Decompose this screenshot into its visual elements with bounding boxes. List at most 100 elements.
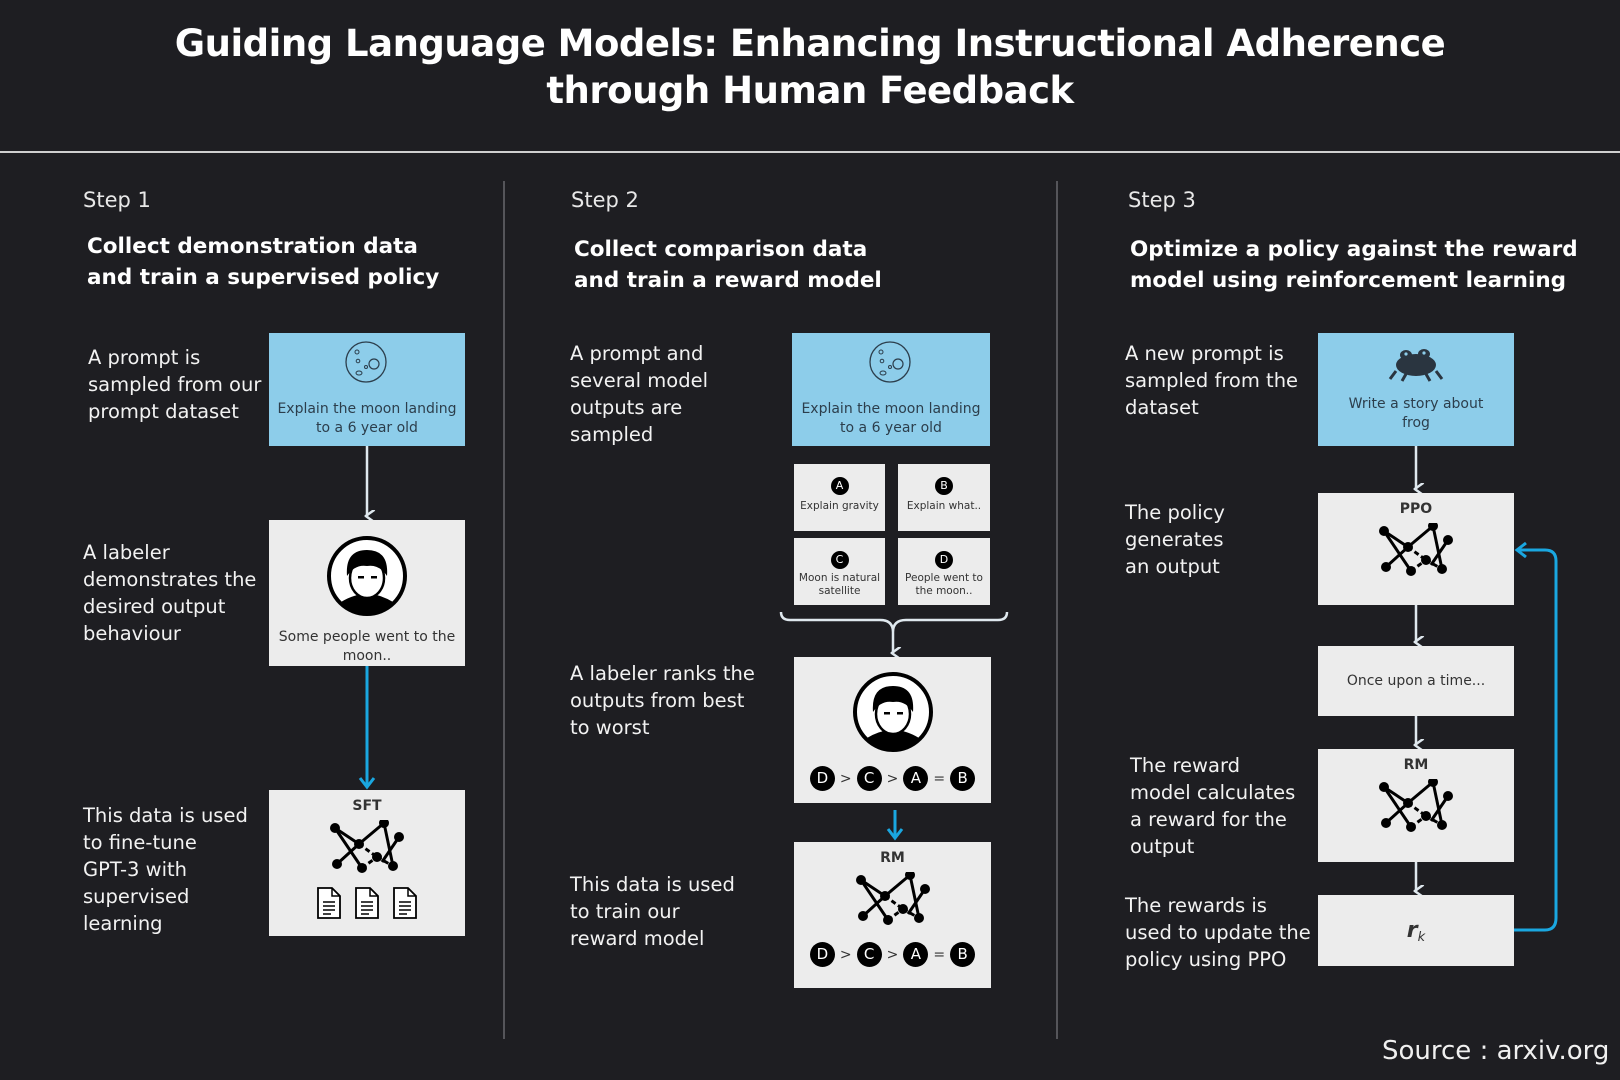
desc-line: outputs from best bbox=[570, 689, 745, 712]
prompt-line: to a 6 year old bbox=[840, 420, 942, 436]
moon-icon bbox=[869, 341, 911, 383]
heading-line: and train a reward model bbox=[574, 268, 882, 293]
step2-heading: Collect comparison data and train a rewa… bbox=[574, 234, 882, 296]
step1-prompt-box: Explain the moon landing to a 6 year old bbox=[269, 333, 465, 446]
desc-line: dataset bbox=[1125, 396, 1199, 419]
prompt-line: Write a story about bbox=[1348, 396, 1484, 412]
step3-heading: Optimize a policy against the reward mod… bbox=[1130, 234, 1578, 296]
heading-line: Collect demonstration data bbox=[87, 234, 418, 259]
desc-line: to fine-tune bbox=[83, 831, 197, 854]
column-divider-2 bbox=[1056, 181, 1058, 1039]
desc-line: The policy bbox=[1125, 501, 1225, 524]
title-divider bbox=[0, 151, 1620, 153]
prompt-line: Explain the moon landing bbox=[277, 401, 457, 417]
prompt-line: to a 6 year old bbox=[316, 420, 418, 436]
prompt-line: frog bbox=[1402, 415, 1430, 431]
title-line-2: through Human Feedback bbox=[546, 69, 1074, 112]
neural-network-icon bbox=[1377, 775, 1455, 834]
rm-label: RM bbox=[1403, 757, 1429, 773]
desc-line: The rewards is bbox=[1125, 894, 1267, 917]
neural-network-icon bbox=[854, 868, 931, 927]
labeler-avatar-icon bbox=[852, 672, 933, 753]
title-line-1: Guiding Language Models: Enhancing Instr… bbox=[174, 22, 1446, 65]
rank-badge: D bbox=[809, 766, 835, 791]
heading-line: Optimize a policy against the reward bbox=[1130, 237, 1578, 262]
output-letter-badge: D bbox=[935, 551, 953, 569]
desc-line: to worst bbox=[570, 716, 650, 739]
desc-line: an output bbox=[1125, 555, 1220, 578]
desc-line: prompt dataset bbox=[88, 400, 239, 423]
step1-sft-box: SFT bbox=[269, 790, 465, 936]
desc-line: several model bbox=[570, 369, 708, 392]
desc-line: desired output bbox=[83, 595, 226, 618]
step2-desc-rank: A labeler ranks the outputs from best to w… bbox=[570, 660, 755, 741]
step2-label: Step 2 bbox=[571, 188, 639, 212]
rank-operator: > bbox=[886, 770, 899, 787]
moon-icon bbox=[345, 341, 387, 383]
document-icon bbox=[317, 887, 341, 919]
rank-badge: B bbox=[950, 766, 976, 791]
output-text: satellite bbox=[818, 585, 861, 597]
ranking: D> C> A= B bbox=[794, 942, 991, 967]
output-letter-badge: C bbox=[830, 551, 849, 569]
desc-line: to train our bbox=[570, 900, 680, 923]
desc-line: outputs are bbox=[570, 396, 683, 419]
neural-network-icon bbox=[328, 816, 406, 875]
desc-line: A labeler bbox=[83, 541, 170, 564]
output-text: People went to bbox=[905, 572, 983, 584]
desc-line: model calculates bbox=[1130, 781, 1296, 804]
column-divider-1 bbox=[503, 181, 505, 1039]
heading-line: and train a supervised policy bbox=[87, 265, 440, 290]
rm-label: RM bbox=[880, 850, 905, 866]
output-text: Moon is natural bbox=[798, 572, 881, 584]
page-title: Guiding Language Models: Enhancing Instr… bbox=[0, 20, 1620, 114]
step2-labeler-box: D> C> A= B bbox=[794, 657, 991, 803]
step3-rm-box: RM bbox=[1318, 749, 1514, 862]
desc-line: learning bbox=[83, 912, 163, 935]
labeler-avatar-icon bbox=[327, 536, 407, 617]
step3-prompt-box: Write a story about frog bbox=[1318, 333, 1514, 446]
output-letter-badge: A bbox=[830, 477, 849, 495]
desc-line: output bbox=[1130, 835, 1195, 858]
desc-line: A prompt is bbox=[88, 346, 201, 369]
step3-label: Step 3 bbox=[1128, 188, 1196, 212]
step1-heading: Collect demonstration data and train a s… bbox=[87, 231, 439, 293]
output-text: Explain what.. bbox=[906, 500, 982, 512]
step1-desc-prompt: A prompt is sampled from our prompt datase… bbox=[88, 344, 261, 425]
document-icon bbox=[355, 887, 379, 919]
document-icon bbox=[393, 887, 417, 919]
step3-output-box: Once upon a time... bbox=[1318, 646, 1514, 716]
step1-label: Step 1 bbox=[83, 188, 151, 212]
desc-line: A prompt and bbox=[570, 342, 704, 365]
rank-badge: C bbox=[856, 766, 882, 791]
step3-ppo-box: PPO bbox=[1318, 493, 1514, 605]
heading-line: Collect comparison data bbox=[574, 237, 868, 262]
desc-line: sampled from our bbox=[88, 373, 262, 396]
desc-line: This data is used bbox=[83, 804, 248, 827]
rank-operator: > bbox=[886, 946, 899, 963]
desc-line: supervised bbox=[83, 885, 190, 908]
frog-icon bbox=[1388, 349, 1444, 382]
heading-line: model using reinforcement learning bbox=[1130, 268, 1567, 293]
desc-line: The reward bbox=[1130, 754, 1241, 777]
rank-operator: > bbox=[839, 946, 852, 963]
desc-line: demonstrates the bbox=[83, 568, 257, 591]
output-text: Explain gravity bbox=[800, 500, 879, 512]
step3-reward-box: rk bbox=[1318, 895, 1514, 966]
rank-operator: = bbox=[933, 946, 946, 963]
step2-rm-box: RM D> C> A= B bbox=[794, 842, 991, 988]
rank-badge: C bbox=[856, 942, 882, 967]
desc-line: A labeler ranks the bbox=[570, 662, 755, 685]
rank-operator: > bbox=[839, 770, 852, 787]
